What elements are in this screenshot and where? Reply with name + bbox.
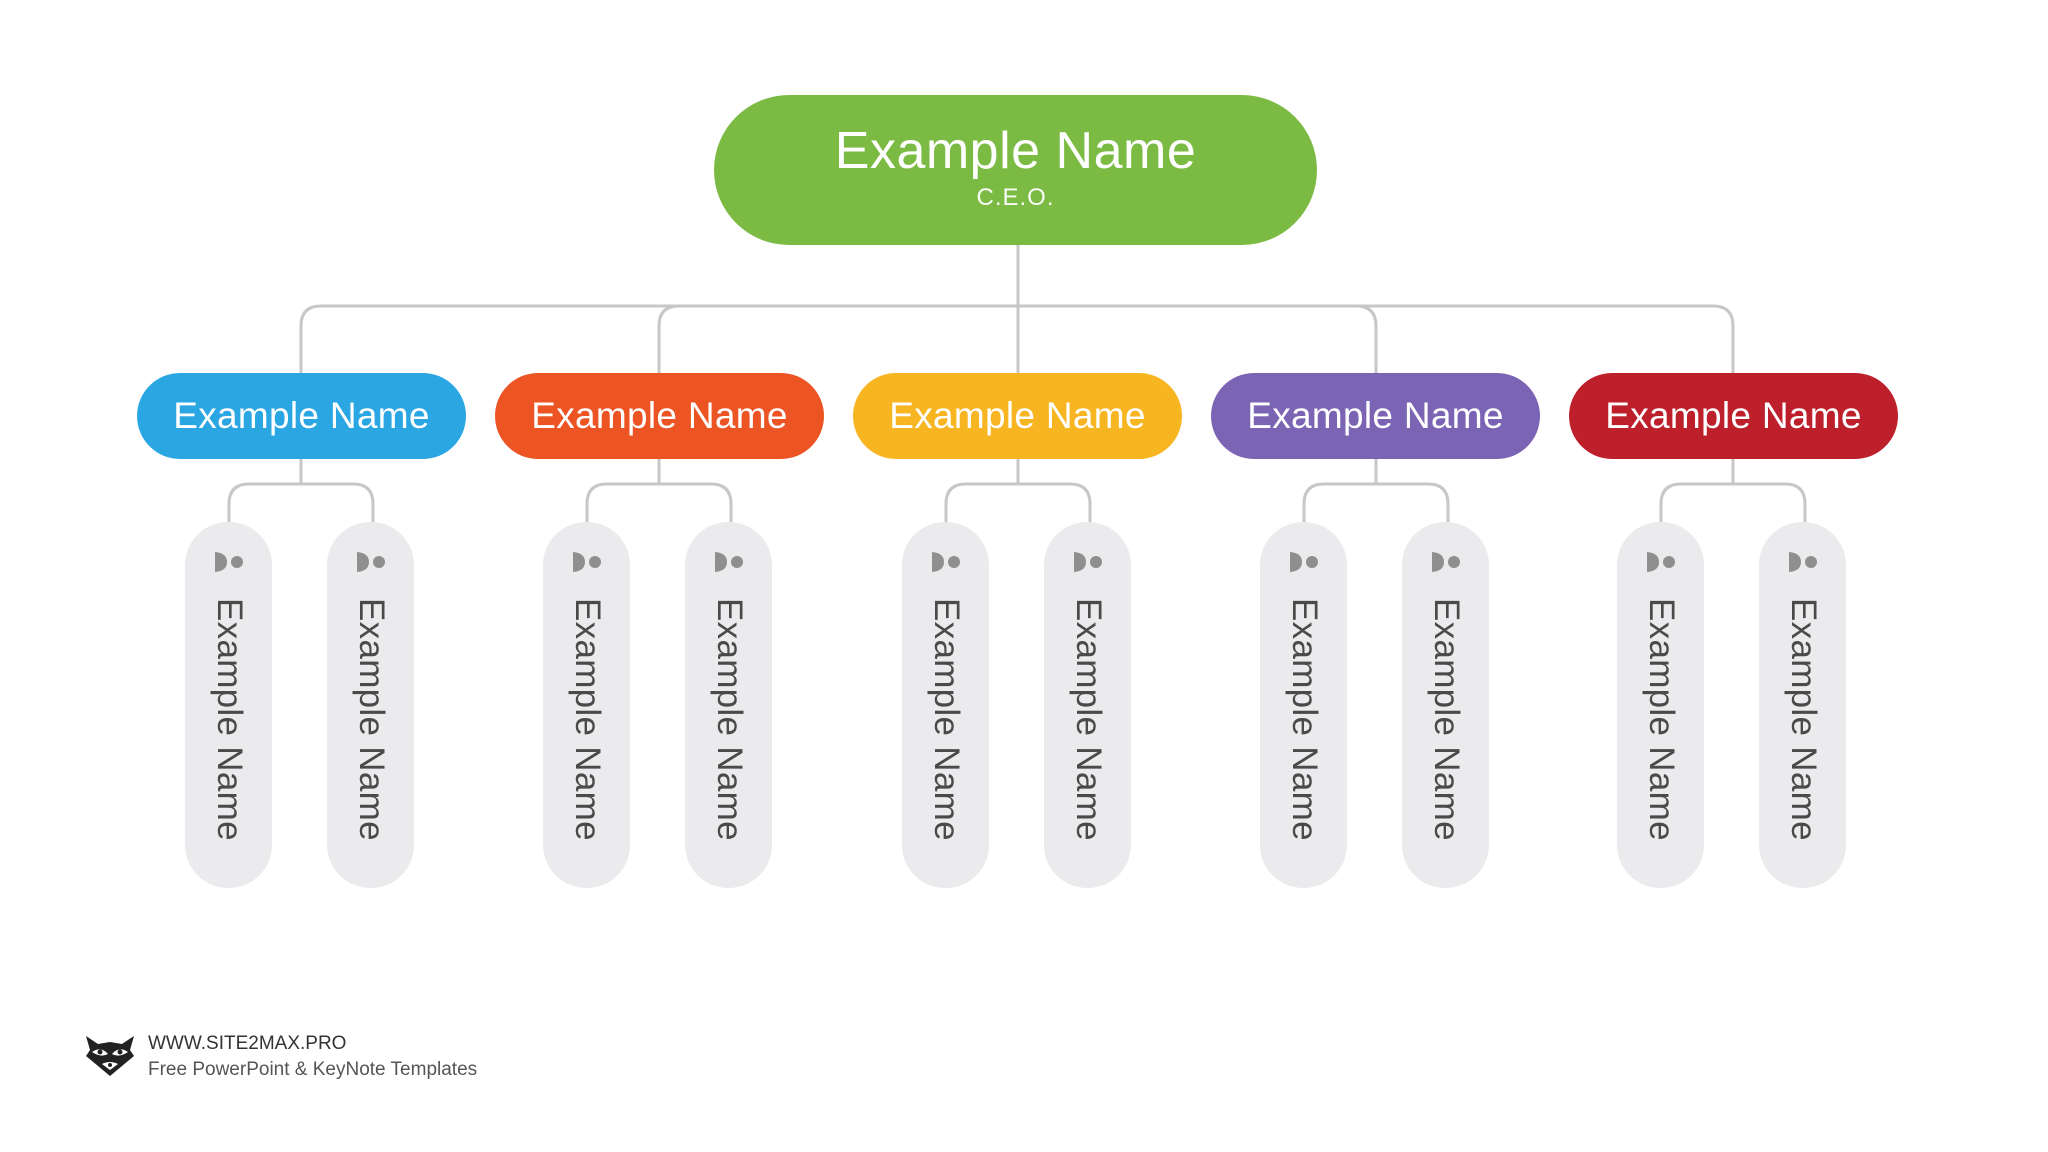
member-card: Example Name bbox=[185, 522, 272, 888]
connector-members-5 bbox=[1659, 459, 1807, 522]
member-card: Example Name bbox=[327, 522, 414, 888]
member-card: Example Name bbox=[1402, 522, 1489, 888]
member-card: Example Name bbox=[543, 522, 630, 888]
ceo-node: Example Name C.E.O. bbox=[714, 95, 1317, 245]
connector-dept-2 bbox=[657, 304, 680, 373]
ceo-name: Example Name bbox=[834, 122, 1197, 180]
person-icon bbox=[715, 552, 743, 572]
connector-members-2 bbox=[585, 459, 733, 522]
department-node-4: Example Name bbox=[1211, 373, 1540, 459]
member-card: Example Name bbox=[1044, 522, 1131, 888]
person-icon bbox=[215, 552, 243, 572]
connector-members-1 bbox=[227, 459, 375, 522]
raccoon-logo-icon bbox=[86, 1036, 134, 1076]
department-node-1: Example Name bbox=[137, 373, 466, 459]
person-icon bbox=[1789, 552, 1817, 572]
member-card: Example Name bbox=[685, 522, 772, 888]
person-icon bbox=[1647, 552, 1675, 572]
person-icon bbox=[1074, 552, 1102, 572]
member-card: Example Name bbox=[902, 522, 989, 888]
department-node-3: Example Name bbox=[853, 373, 1182, 459]
department-node-2: Example Name bbox=[495, 373, 824, 459]
department-node-5: Example Name bbox=[1569, 373, 1898, 459]
connector-main-bus bbox=[299, 304, 1735, 373]
ceo-title: C.E.O. bbox=[976, 184, 1055, 211]
person-icon bbox=[932, 552, 960, 572]
member-card: Example Name bbox=[1617, 522, 1704, 888]
person-icon bbox=[357, 552, 385, 572]
connector-dept-4 bbox=[1355, 304, 1378, 373]
footer-tagline: Free PowerPoint & KeyNote Templates bbox=[148, 1059, 478, 1080]
footer-site: WWW.SITE2MAX.PRO bbox=[148, 1033, 347, 1054]
connector-members-3 bbox=[944, 459, 1092, 522]
footer: WWW.SITE2MAX.PRO Free PowerPoint & KeyNo… bbox=[84, 1030, 504, 1086]
member-card: Example Name bbox=[1260, 522, 1347, 888]
person-icon bbox=[573, 552, 601, 572]
person-icon bbox=[1432, 552, 1460, 572]
connector-members-4 bbox=[1302, 459, 1450, 522]
person-icon bbox=[1290, 552, 1318, 572]
member-card: Example Name bbox=[1759, 522, 1846, 888]
